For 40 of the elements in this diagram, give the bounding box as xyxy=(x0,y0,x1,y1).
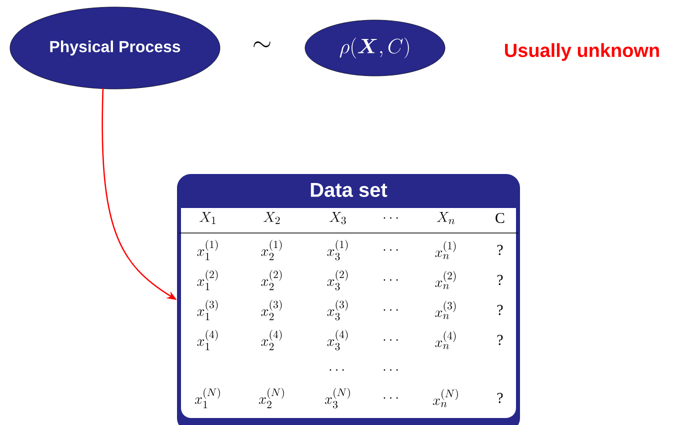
table-cell: $x_3^{(1)}$ xyxy=(327,240,348,260)
table-cell: $X_2$ xyxy=(264,212,280,224)
table-cell: ? xyxy=(497,392,503,404)
table-cell: $\dots$ xyxy=(384,249,398,251)
table-cell: ? xyxy=(497,274,503,286)
table-cell: $\dots$ xyxy=(384,279,398,281)
table-cell: $x_2^{(N)}$ xyxy=(258,388,284,408)
table-cell: $x_1^{(N)}$ xyxy=(194,388,220,408)
table-cell: $\dots$ xyxy=(384,369,398,371)
table-cell: $X_1$ xyxy=(200,212,216,224)
table-cell: $x_3^{(3)}$ xyxy=(327,300,348,320)
table-cell: ? xyxy=(497,334,503,346)
tilde-symbol: $\sim$ xyxy=(254,41,270,48)
table-cell: $x_3^{(2)}$ xyxy=(327,270,348,290)
table-cell: $x_1^{(3)}$ xyxy=(197,300,218,320)
table-cell: $X_n$ xyxy=(436,212,455,224)
table-cell: $x_n^{(2)}$ xyxy=(435,271,456,290)
table-cell: $\dots$ xyxy=(384,397,398,399)
table-cell: $\dots$ xyxy=(384,309,398,311)
table-cell: $x_3^{(4)}$ xyxy=(327,330,348,350)
table-cell: $x_1^{(4)}$ xyxy=(197,330,218,350)
note: Usually unknown xyxy=(505,43,659,61)
table-cell: $x_3^{(N)}$ xyxy=(324,388,350,408)
table-cell: $\dots$ xyxy=(384,217,398,219)
table-cell: $X_3$ xyxy=(330,212,346,224)
table-cell: ? xyxy=(497,304,503,316)
table-cell: $x_2^{(2)}$ xyxy=(261,270,282,290)
table-cell: $x_1^{(2)}$ xyxy=(197,270,218,290)
table-cell: $x_n^{(N)}$ xyxy=(432,389,458,408)
table-cell: $\dots$ xyxy=(384,339,398,341)
table-cell: $x_n^{(4)}$ xyxy=(435,331,456,350)
table-cell: $x_2^{(4)}$ xyxy=(261,330,282,350)
table-cell: $x_n^{(1)}$ xyxy=(435,241,456,260)
table-cell: ? xyxy=(497,244,503,256)
table-cell: C xyxy=(496,212,504,224)
table-cell: $\dots$ xyxy=(330,369,344,371)
table-cell: $x_2^{(3)}$ xyxy=(261,300,282,320)
table-cell: $x_n^{(3)}$ xyxy=(435,301,456,320)
table-cell: $x_2^{(1)}$ xyxy=(261,240,282,260)
table-cell: $x_1^{(1)}$ xyxy=(197,240,218,260)
